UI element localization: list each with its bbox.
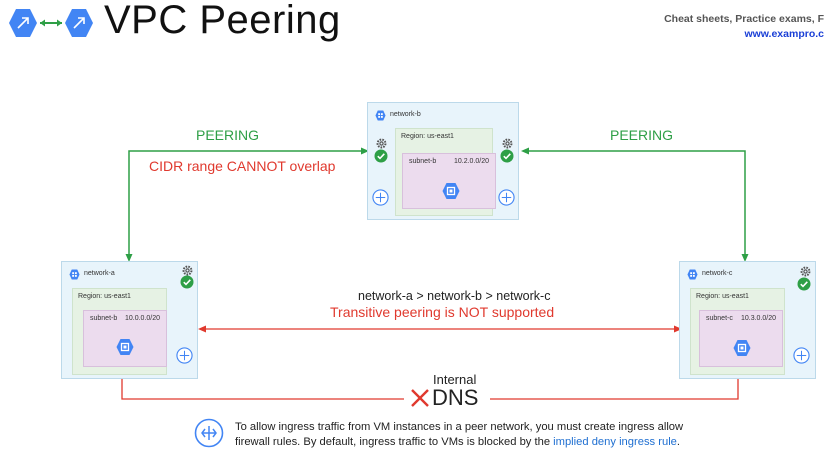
chain-label: network-a > network-b > network-c [358,289,551,303]
vm-instance-icon [733,340,751,356]
check-icon [500,149,514,163]
gear-icon [376,138,387,149]
note-line-2: firewall rules. By default, ingress traf… [235,435,683,450]
note-line-2-text: firewall rules. By default, ingress traf… [235,436,554,448]
subnet-cidr: 10.3.0.0/20 [740,315,776,322]
check-icon [374,149,388,163]
region-label: Region: us-east1 [401,133,454,140]
router-icon [372,189,389,206]
subnet-box: subnet-b 10.0.0.0/20 [83,310,167,367]
vpc-network-icon [375,110,386,121]
network-b-label: network-b [390,111,421,118]
gear-icon [800,266,811,277]
network-b-box: network-b Region: us-east1 subnet-b 10.2… [367,102,519,220]
subnet-label: subnet-b [409,158,437,165]
promo-text: Cheat sheets, Practice exams, F www.exam… [664,12,824,42]
network-c-label: network-c [702,270,733,277]
check-icon [797,277,811,291]
vpc-network-icon [69,269,80,280]
router-icon [176,347,193,364]
x-icon [411,389,429,407]
ingress-note: To allow ingress traffic from VM instanc… [235,420,683,450]
subnet-cidr: 10.0.0.0/20 [124,315,160,322]
peering-line-right [521,147,749,262]
internal-label: Internal [433,372,477,387]
dns-label: DNS [432,385,479,410]
vpc-peering-logo [6,6,96,40]
subnet-label: subnet-c [706,315,733,322]
network-c-box: network-c Region: us-east1 subnet-c 10.3… [679,261,816,379]
transitive-label: Transitive peering is NOT supported [330,304,555,320]
firewall-router-icon [194,418,224,448]
subnet-box: subnet-c 10.3.0.0/20 [699,310,783,367]
subnet-box: subnet-b 10.2.0.0/20 [402,153,496,209]
region-label: Region: us-east1 [78,293,131,300]
note-line-1: To allow ingress traffic from VM instanc… [235,421,684,433]
subnet-cidr: 10.2.0.0/20 [453,158,489,165]
peering-line-left [125,147,369,262]
router-icon [793,347,810,364]
region-box: Region: us-east1 subnet-b 10.2.0.0/20 [395,128,496,216]
page-title: VPC Peering [104,0,341,42]
subnet-label: subnet-b [90,315,118,322]
gear-icon [182,265,193,276]
region-label: Region: us-east1 [696,293,749,300]
network-a-label: network-a [84,270,115,277]
region-box: Region: us-east1 subnet-b 10.0.0.0/20 [72,288,167,375]
network-a-box: network-a Region: us-east1 subnet-b 10.0… [61,261,198,379]
cidr-warning: CIDR range CANNOT overlap [149,158,336,174]
vm-instance-icon [442,183,460,199]
vpc-network-icon [687,269,698,280]
note-line-2-end: . [676,436,681,448]
gear-icon [502,138,513,149]
check-icon [180,275,194,289]
region-box: Region: us-east1 subnet-c 10.3.0.0/20 [690,288,785,375]
promo-line-1: Cheat sheets, Practice exams, F [664,13,824,25]
transitive-line [198,325,682,333]
peering-label-right: PEERING [610,127,674,143]
implied-deny-ingress-rule-link[interactable]: implied deny ingress rule [553,436,677,448]
peering-label-left: PEERING [196,127,260,143]
router-icon [498,189,515,206]
promo-link[interactable]: www.exampro.c [744,28,824,40]
vm-instance-icon [116,339,134,355]
